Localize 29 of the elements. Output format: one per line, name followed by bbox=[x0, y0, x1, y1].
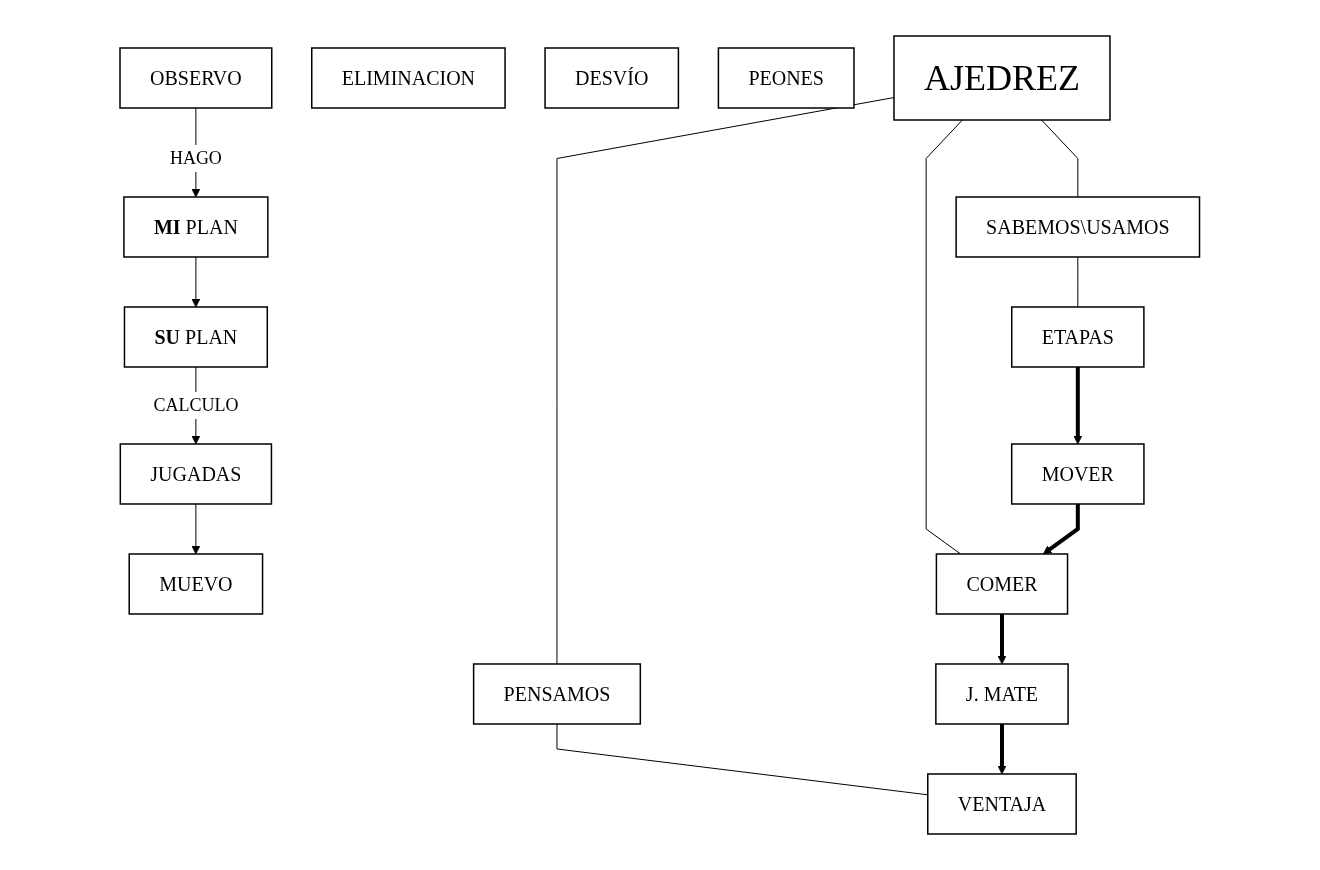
node-box: ELIMINACION bbox=[311, 47, 507, 109]
node-box: PEONES bbox=[717, 47, 855, 109]
arrow bbox=[997, 614, 1007, 665]
connector bbox=[1077, 256, 1079, 308]
arrow bbox=[1073, 367, 1083, 445]
arrow bbox=[191, 503, 201, 555]
node-box: VENTAJA bbox=[927, 773, 1078, 835]
arrow bbox=[1043, 504, 1081, 555]
node-box: JUGADAS bbox=[119, 443, 273, 505]
node-box: COMER bbox=[935, 553, 1069, 615]
node-box: J. MATE bbox=[935, 663, 1070, 725]
connector bbox=[1041, 119, 1079, 198]
node-box: OBSERVO bbox=[119, 47, 273, 109]
connector bbox=[925, 119, 964, 555]
node-box: ETAPAS bbox=[1011, 306, 1145, 368]
node-box: MOVER bbox=[1011, 443, 1145, 505]
node-box: MUEVO bbox=[128, 553, 264, 615]
arrow bbox=[997, 724, 1007, 775]
node-box: MI PLAN bbox=[123, 196, 269, 258]
node-box: DESVÍO bbox=[544, 47, 680, 109]
connector bbox=[556, 97, 895, 665]
edge-label: CALCULO bbox=[153, 394, 239, 415]
arrow bbox=[191, 256, 201, 308]
node-box: PENSAMOS bbox=[473, 663, 642, 725]
connector bbox=[556, 723, 929, 796]
edge-label: HAGO bbox=[170, 148, 223, 168]
node-box: SABEMOS\USAMOS bbox=[955, 196, 1201, 258]
node-box: AJEDREZ bbox=[893, 35, 1111, 121]
node-box: SU PLAN bbox=[123, 306, 269, 368]
